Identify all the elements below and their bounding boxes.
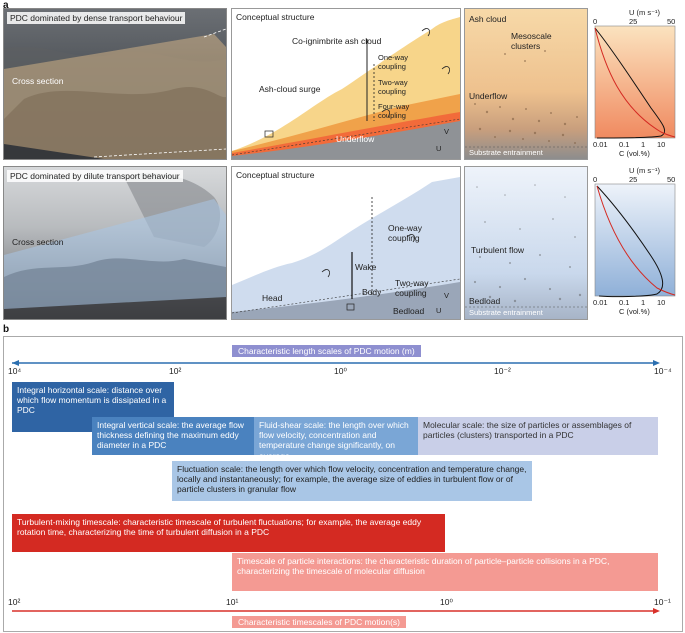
turbulent-mixing-timescale-box: Turbulent-mixing timescale: characterist…	[12, 514, 445, 552]
dilute-c-tick-2: 1	[641, 298, 646, 307]
dense-profile-chart: U (m s⁻¹) 0 25 50 0.01 0.1 1 10 C (vol.%…	[591, 8, 681, 158]
dilute-photo-title: PDC dominated by dilute transport behavi…	[7, 170, 183, 182]
dilute-u-axis-label: U	[436, 306, 442, 315]
dilute-zoom-panel: Turbulent flow Bedload Substrate entrain…	[464, 166, 588, 320]
length-tick-1e-2: 10⁻²	[494, 366, 511, 376]
dense-c-axis-title: C (vol.%)	[619, 149, 650, 158]
dilute-c-axis-title: C (vol.%)	[619, 307, 650, 316]
two-way-label: Two-way	[378, 78, 408, 87]
one-way-label: One-way	[378, 53, 409, 62]
dense-c-tick-2: 1	[641, 140, 646, 149]
dilute-two-way-label: Two-way	[395, 278, 429, 288]
dense-c-tick-1: 0.1	[619, 140, 630, 149]
dilute-v-axis-label: V	[444, 291, 450, 300]
dilute-cross-section-label: Cross section	[12, 237, 64, 247]
dilute-two-way-coupling-label: coupling	[395, 288, 427, 298]
dense-c-tick-3: 10	[657, 140, 666, 149]
zoom-substrate-label: Substrate entrainment	[469, 148, 543, 157]
dilute-u-tick-25: 25	[629, 175, 638, 184]
dense-zoom-panel: Ash cloud Mesoscale clusters Underflow S…	[464, 8, 588, 160]
time-tick-1e0: 10⁰	[440, 597, 453, 607]
panel-a-letter: a	[3, 0, 9, 11]
dilute-conceptual-structure: Conceptual structure One-way coupling Wa…	[231, 166, 461, 320]
dilute-concept-title: Conceptual structure	[236, 170, 315, 180]
dense-conceptual-structure: Conceptual structure Co-ignimbrite ash c…	[231, 8, 461, 160]
v-axis-label: V	[444, 127, 450, 136]
molecular-scale-box: Molecular scale: the size of particles o…	[418, 417, 658, 455]
particle-interactions-timescale-box: Timescale of particle interactions: the …	[232, 553, 658, 591]
body-label: Body	[362, 287, 382, 297]
dilute-bedload-label: Bedload	[393, 306, 425, 316]
underflow-label: Underflow	[336, 134, 375, 144]
ash-cloud-surge-label: Ash-cloud surge	[259, 84, 321, 94]
dilute-zoom-substrate-label: Substrate entrainment	[469, 308, 543, 317]
dilute-one-way-coupling-label: coupling	[388, 233, 420, 243]
two-way-coupling-label: coupling	[378, 87, 406, 96]
dilute-u-axis-title: U (m s⁻¹)	[629, 166, 661, 175]
coignimbrite-label: Co-ignimbrite ash cloud	[292, 36, 382, 46]
time-tick-1e2: 10²	[8, 597, 21, 607]
dilute-c-tick-0: 0.01	[593, 298, 608, 307]
one-way-coupling-label: coupling	[378, 62, 406, 71]
scales-panel: Characteristic length scales of PDC moti…	[3, 336, 683, 632]
dense-u-tick-0: 0	[593, 17, 598, 26]
fluid-shear-scale-box: Fluid-shear scale: the length over which…	[254, 417, 418, 461]
wake-label: Wake	[355, 262, 377, 272]
dense-u-axis-title: U (m s⁻¹)	[629, 8, 661, 17]
dense-u-tick-50: 50	[667, 17, 676, 26]
panel-b-letter: b	[3, 324, 10, 335]
length-tick-1e-4: 10⁻⁴	[654, 366, 672, 376]
zoom-ash-cloud-label: Ash cloud	[469, 14, 507, 24]
dilute-c-tick-3: 10	[657, 298, 666, 307]
zoom-bedload-label: Bedload	[469, 296, 501, 306]
scale-axes	[12, 360, 660, 614]
u-axis-label: U	[436, 144, 442, 153]
dense-c-tick-0: 0.01	[593, 140, 608, 149]
dense-pdc-photo: PDC dominated by dense transport behavio…	[3, 8, 227, 160]
dilute-profile-chart: U (m s⁻¹) 0 25 50 0.01 0.1 1 10 C (vol.%…	[591, 166, 681, 318]
fluctuation-scale-box: Fluctuation scale: the length over which…	[172, 461, 532, 501]
zoom-mesoscale-label: Mesoscale	[511, 31, 552, 41]
zoom-underflow-label: Underflow	[469, 91, 508, 101]
dilute-u-tick-0: 0	[593, 175, 598, 184]
integral-vertical-scale-box: Integral vertical scale: the average flo…	[92, 417, 254, 455]
dilute-u-tick-50: 50	[667, 175, 676, 184]
four-way-label: Four-way	[378, 102, 410, 111]
zoom-clusters-label: clusters	[511, 41, 541, 51]
time-axis-title: Characteristic timescales of PDC motion(…	[232, 616, 407, 628]
four-way-coupling-label: coupling	[378, 111, 406, 120]
time-tick-1e1: 10¹	[226, 597, 239, 607]
length-tick-1e2: 10²	[169, 366, 182, 376]
length-tick-1e4: 10⁴	[8, 366, 22, 376]
dilute-c-tick-1: 0.1	[619, 298, 630, 307]
dilute-one-way-label: One-way	[388, 223, 423, 233]
length-tick-1e0: 10⁰	[334, 366, 347, 376]
dense-photo-title: PDC dominated by dense transport behavio…	[7, 12, 186, 24]
time-tick-1e-1: 10⁻¹	[654, 597, 671, 607]
head-label: Head	[262, 293, 283, 303]
dense-cross-section-label: Cross section	[12, 76, 64, 86]
dilute-pdc-photo: PDC dominated by dilute transport behavi…	[3, 166, 227, 320]
dense-concept-title: Conceptual structure	[236, 12, 315, 22]
zoom-turbulent-label: Turbulent flow	[471, 245, 525, 255]
dense-u-tick-25: 25	[629, 17, 638, 26]
length-axis-title: Characteristic length scales of PDC moti…	[232, 345, 421, 357]
